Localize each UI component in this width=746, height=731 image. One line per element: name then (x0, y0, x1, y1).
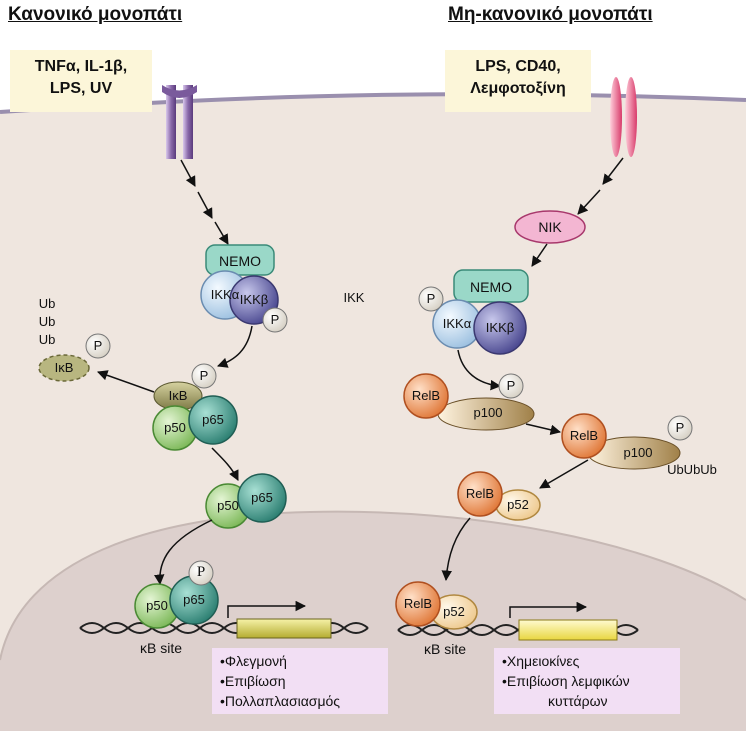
label-p: P (270, 312, 280, 327)
ligand-box-right: LPS, CD40, Λεμφοτοξίνη (445, 50, 591, 112)
label-p100: p100 (623, 445, 653, 460)
receptor-right (610, 77, 637, 157)
label-nik: NIK (538, 219, 562, 235)
phospho-ikb-degraded (85, 333, 111, 359)
label-p50: p50 (217, 498, 239, 513)
label-p: P (506, 378, 516, 393)
label-ikkb-left: IKKβ (239, 292, 269, 307)
nik (514, 210, 586, 244)
label-kb-site-right: κB site (423, 641, 466, 657)
label-ikb: IκB (168, 388, 188, 403)
label-ikka-right: IKKα (442, 316, 472, 331)
label-ub: Ub (38, 314, 56, 329)
label-p: P (675, 420, 685, 435)
outcome-item: •Φλεγμονή (220, 653, 287, 669)
label-ub: Ub (38, 332, 56, 347)
ligand-line: LPS, UV (49, 80, 113, 97)
ligand-line: Λεμφοτοξίνη (470, 80, 566, 97)
signal-arrow (531, 243, 548, 267)
nemo-left (205, 244, 275, 276)
signal-arrow (214, 221, 229, 245)
ligand-line: LPS, CD40, (475, 58, 561, 75)
label-p65: p65 (183, 592, 205, 607)
label-ikk: IKK (343, 290, 365, 305)
outcome-item: •Επιβίωση λεμφικών (502, 673, 630, 689)
phospho-p100-first (498, 373, 524, 399)
signal-arrow (539, 459, 589, 489)
label-nemo-right: NEMO (470, 279, 512, 295)
target-gene-right (518, 619, 618, 641)
receptor-left (162, 85, 197, 159)
label-ububub: UbUbUb (667, 462, 717, 477)
signal-arrow (577, 189, 601, 215)
p65-free (237, 473, 287, 523)
relb-first (403, 373, 449, 419)
label-ub: Ub (38, 296, 56, 311)
phospho-ikka-right (418, 286, 444, 312)
label-p: P (426, 291, 436, 306)
transcription-arrow-left (227, 600, 307, 618)
title-noncanonical: Μη-κανονικό μονοπάτι (448, 4, 653, 25)
ikb-degraded (38, 354, 90, 382)
signal-arrow (457, 349, 502, 391)
phospho-left-ikk (262, 307, 288, 333)
outcome-item: •Χημειοκίνες (502, 653, 580, 669)
nemo-right (453, 269, 529, 303)
label-relb: RelB (569, 428, 599, 443)
p65-complex (188, 395, 238, 445)
label-relb: RelB (465, 486, 495, 501)
label-p52: p52 (443, 604, 465, 619)
label-p: P (196, 564, 206, 580)
nuclear-envelope (0, 510, 746, 661)
label-relb: RelB (411, 388, 441, 403)
label-p65: p65 (251, 490, 273, 505)
phospho-p65-nuclear (188, 560, 214, 586)
target-gene-left (236, 618, 332, 639)
relb-nuclear (395, 581, 441, 627)
label-kb-site-left: κB site (139, 640, 182, 656)
label-p50: p50 (164, 420, 186, 435)
outcome-box-left: •Φλεγμονή •Επιβίωση •Πολλαπλασιασμός (212, 648, 388, 714)
signal-arrow (180, 159, 196, 187)
label-p50: p50 (146, 598, 168, 613)
signal-arrow (525, 423, 562, 435)
signal-arrow (97, 370, 155, 393)
outcome-item: •Πολλαπλασιασμός (220, 693, 341, 709)
label-nemo-left: NEMO (219, 253, 261, 269)
ligand-box-left: TNFα, IL-1β, LPS, UV (10, 50, 152, 112)
label-ikb-degraded: IκB (54, 360, 74, 375)
signal-arrow (602, 157, 624, 185)
label-p100: p100 (473, 405, 503, 420)
phospho-ikb (191, 363, 217, 389)
signal-arrow (153, 519, 213, 586)
label-relb: RelB (403, 596, 433, 611)
signal-arrow (197, 191, 213, 219)
label-p65: p65 (202, 412, 224, 427)
signal-arrow (211, 447, 239, 481)
label-p52: p52 (507, 497, 529, 512)
relb-second (561, 413, 607, 459)
relb-cytoplasm (457, 471, 503, 517)
label-ikkb-right: IKKβ (485, 320, 515, 335)
phospho-p100-second (667, 415, 693, 441)
transcription-arrow-right (509, 601, 588, 618)
label-p: P (93, 338, 103, 353)
signal-arrow (441, 517, 471, 582)
ikkb-right (473, 301, 527, 355)
signal-arrow (217, 325, 253, 368)
label-p: P (199, 368, 209, 383)
label-ikka-left: IKKα (210, 287, 240, 302)
title-canonical: Κανονικό μονοπάτι (8, 4, 183, 25)
outcome-item: κυττάρων (548, 693, 608, 709)
outcome-box-right: •Χημειοκίνες •Επιβίωση λεμφικών κυττάρων (494, 648, 680, 714)
outcome-item: •Επιβίωση (220, 673, 286, 689)
ligand-line: TNFα, IL-1β, (34, 58, 128, 75)
